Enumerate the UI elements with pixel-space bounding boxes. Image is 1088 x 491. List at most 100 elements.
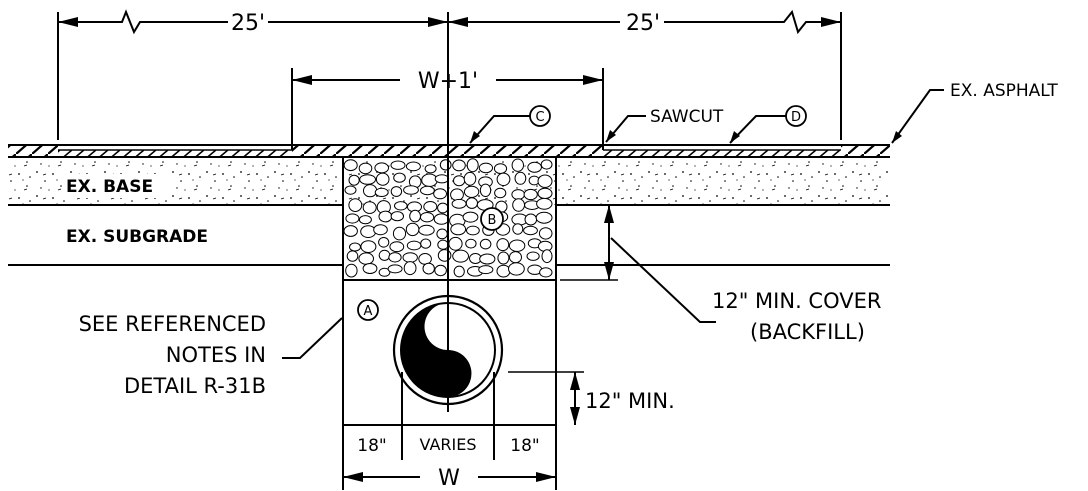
gravel-stone (358, 215, 372, 225)
callout-c-leader (469, 105, 551, 144)
gravel-stone (360, 225, 377, 239)
gravel-stone (479, 238, 492, 250)
callout-d-leader (729, 105, 807, 144)
overlay-strip-left (58, 150, 292, 156)
gravel-stone (378, 237, 390, 248)
trench-plus-label: W+1' (418, 69, 478, 94)
gravel-stone (437, 249, 452, 262)
gravel-stone (374, 162, 390, 174)
gravel-stone (403, 185, 419, 195)
gravel-stone (420, 185, 435, 196)
gravel-stone (390, 160, 406, 170)
gravel-stone (387, 264, 403, 274)
gravel-stone (496, 172, 511, 187)
bedding-note: 12" MIN. (585, 389, 675, 413)
gravel-stone (497, 251, 510, 265)
gravel-stone (451, 198, 467, 209)
gravel-stone (538, 227, 553, 240)
gravel-stone (420, 212, 435, 223)
gravel-stone (453, 265, 465, 278)
gravel-stone (535, 211, 553, 224)
gravel-stone (348, 174, 360, 186)
overlay-strip-right (603, 150, 841, 156)
gravel-stone (493, 163, 508, 175)
gravel-stone (509, 251, 522, 264)
gravel-stone (453, 175, 466, 187)
gravel-stone (346, 250, 359, 262)
gravel-stone (540, 159, 553, 170)
gravel-stone (514, 171, 527, 185)
gravel-stone (348, 198, 363, 213)
gravel-stone (403, 261, 417, 276)
gravel-stone (420, 238, 432, 249)
gravel-stone (393, 172, 406, 183)
gravel-stone (375, 172, 390, 186)
gravel-stone (478, 162, 493, 174)
gravel-stone (436, 228, 448, 240)
gravel-stone (541, 249, 553, 264)
gravel-stone (378, 249, 391, 261)
callout-b-circle (480, 207, 504, 231)
reference-note-line3: DETAIL R-31B (124, 374, 266, 398)
asphalt-label: EX. ASPHALT (950, 81, 1058, 101)
gravel-stone (378, 267, 391, 277)
gravel-stone (452, 159, 466, 172)
right-span-label: 25' (626, 11, 660, 36)
gravel-stone (462, 211, 479, 223)
pipe-width-label: VARIES (420, 435, 477, 454)
gravel-stone (523, 188, 538, 201)
gravel-stone (433, 188, 448, 200)
trench-plus-dimension (291, 68, 604, 150)
gravel-stone (418, 253, 432, 265)
gravel-stone (390, 186, 403, 197)
cover-note-line2: (BACKFILL) (750, 320, 865, 344)
gravel-stone (479, 183, 492, 198)
span-dimension (57, 9, 842, 140)
cover-dimension (560, 204, 716, 323)
gravel-stone (523, 225, 538, 236)
gravel-stone (527, 161, 542, 173)
gravel-stone (463, 171, 477, 186)
gravel-stone (434, 174, 450, 184)
gravel-stone (422, 262, 435, 275)
gravel-stone (496, 238, 510, 252)
asphalt-leader (891, 89, 944, 144)
gravel-stone (465, 197, 478, 209)
gravel-stone (424, 164, 437, 174)
gravel-stone (537, 187, 553, 200)
gravel-backfill (343, 158, 553, 278)
gravel-stone (466, 225, 480, 236)
base-label: EX. BASE (66, 177, 153, 197)
gravel-stone (452, 249, 470, 263)
gravel-stone (362, 263, 378, 274)
gravel-stone (349, 242, 361, 252)
gravel-stone (479, 253, 496, 265)
gravel-stone (402, 252, 418, 263)
gravel-stone (378, 210, 393, 223)
gravel-stone (418, 224, 435, 236)
gravel-stone (345, 213, 360, 224)
gravel-stone (358, 162, 373, 175)
gravel-stone (478, 265, 494, 275)
gravel-stone (362, 201, 377, 214)
gravel-stone (437, 202, 449, 214)
gravel-stone (421, 173, 438, 187)
gravel-stone (359, 174, 377, 185)
gravel-stone (537, 174, 553, 188)
gravel-stone (394, 201, 408, 211)
gravel-stone (463, 185, 480, 198)
gravel-stone (439, 159, 452, 171)
left-span-label: 25' (231, 11, 265, 36)
subgrade-label: EX. SUBGRADE (66, 227, 208, 247)
gravel-stone (358, 252, 375, 265)
gravel-stone (433, 213, 450, 225)
gravel-stone (512, 198, 525, 212)
sawcut-label: SAWCUT (650, 107, 724, 127)
gravel-stone (466, 158, 479, 173)
gravel-stone (388, 252, 402, 263)
gravel-stone (511, 189, 526, 200)
gravel-stone (389, 241, 405, 253)
callout-b: B (488, 213, 497, 228)
bedding-dimension (508, 371, 584, 425)
gravel-stone (511, 158, 524, 172)
